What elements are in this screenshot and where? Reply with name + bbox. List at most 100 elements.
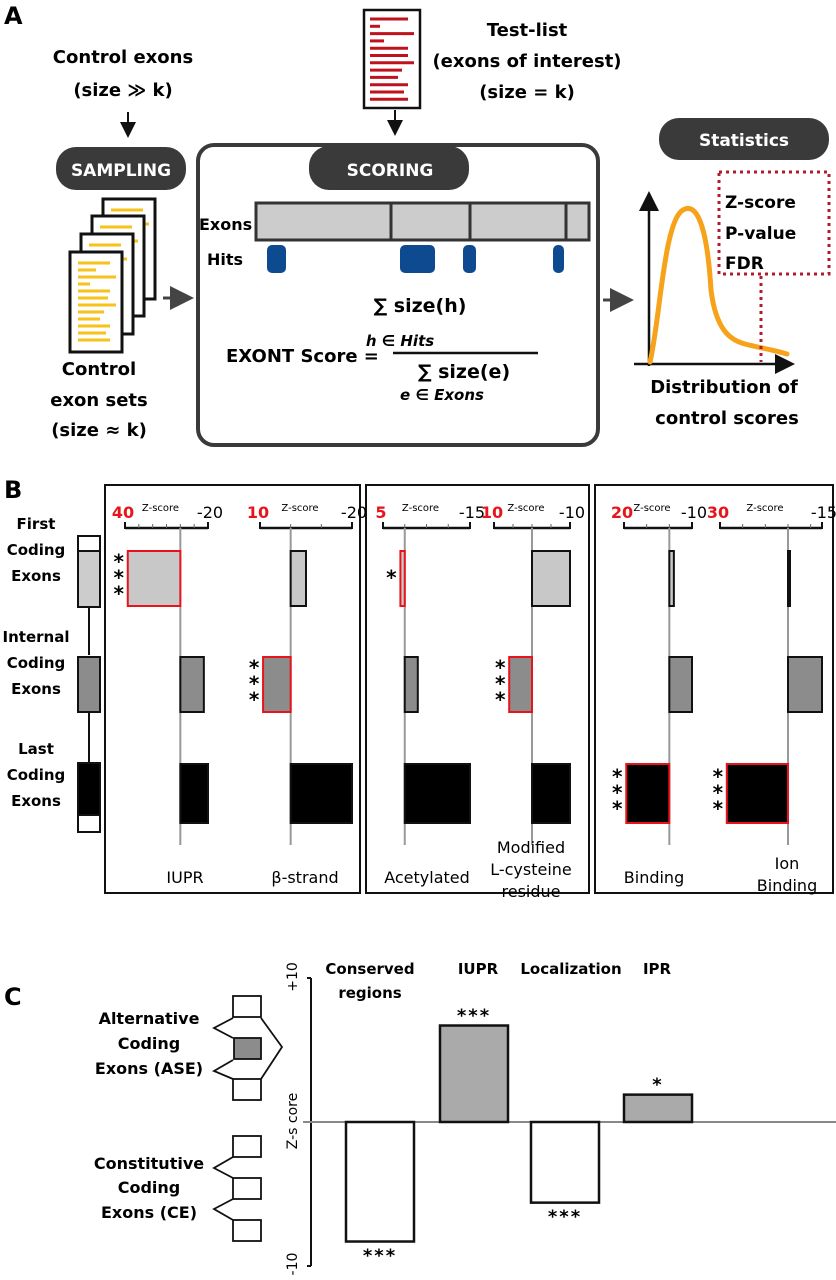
formula-numerator-sub: h ∈ Hits — [366, 332, 434, 350]
ase-line1: Alternative — [99, 1009, 200, 1028]
bar — [289, 763, 353, 824]
control-sets-line1: Control — [62, 359, 136, 380]
significance-label: * — [652, 1075, 663, 1096]
bar — [399, 550, 406, 607]
subplot--strand: 10-20Z-score***β-strand — [247, 503, 367, 887]
z-score-axis-label: Z-score — [142, 503, 179, 514]
ase-line3: Exons (ASE) — [95, 1059, 203, 1078]
exon-position-diagram — [77, 535, 101, 833]
subplot-label: Acetylated — [384, 868, 470, 887]
formula-denominator-sub: e ∈ Exons — [400, 386, 484, 404]
xlim-left-label: 5 — [375, 503, 386, 522]
bar — [531, 763, 571, 824]
bar — [179, 656, 205, 713]
panel-b: B FirstCodingExonsInternalCodingExonsLas… — [3, 476, 836, 901]
c-y-axis-label: Z-s core — [285, 1093, 301, 1149]
distribution-curve — [647, 206, 790, 365]
bar — [508, 656, 534, 713]
ase-line2: Coding — [118, 1034, 181, 1053]
significance-label: *** — [548, 1207, 582, 1228]
panel-c: C Alternative Coding Exons (ASE) Constit… — [4, 960, 836, 1275]
significance-star: * — [249, 656, 260, 680]
category-label: regions — [338, 984, 401, 1002]
test-list-desc: (exons of interest) — [432, 51, 621, 72]
xlim-right-label: -20 — [341, 503, 367, 522]
stats-zscore: Z-score — [725, 193, 796, 213]
control-exon-sets-icon — [68, 197, 157, 354]
bar — [344, 1120, 416, 1243]
xlim-right-label: -20 — [197, 503, 223, 522]
scoring-pill — [309, 146, 469, 190]
significance-star: * — [495, 672, 506, 696]
significance-star: * — [249, 672, 260, 696]
significance-star: * — [713, 765, 724, 789]
bar — [668, 656, 693, 713]
significance-star: * — [612, 765, 623, 789]
significance-star: * — [114, 550, 125, 574]
panel-a: A Control exons (size ≫ k) Test-list (ex… — [4, 2, 831, 447]
statistics-label: Statistics — [699, 131, 789, 151]
ase-splicing-diagram — [211, 995, 284, 1101]
significance-star: * — [713, 781, 724, 805]
bar — [622, 1093, 694, 1124]
formula-numerator: ∑ size(h) — [374, 295, 467, 317]
control-sets-line2: exon sets — [50, 390, 148, 411]
group-frame-3 — [594, 484, 834, 894]
xlim-right-label: -15 — [459, 503, 485, 522]
panel-letter-b: B — [4, 476, 22, 504]
xlim-left-label: 10 — [247, 503, 269, 522]
xlim-left-label: 30 — [707, 503, 729, 522]
bar — [531, 550, 571, 607]
significance-star: * — [612, 797, 623, 821]
scoring-label: SCORING — [347, 161, 434, 181]
xlim-right-label: -10 — [681, 503, 707, 522]
xlim-left-label: 40 — [112, 503, 134, 522]
row-label: Exons — [11, 680, 61, 698]
row-label: Internal — [3, 628, 70, 646]
control-exons-title: Control exons — [53, 47, 193, 68]
significance-star: * — [386, 566, 397, 590]
significance-star: * — [249, 688, 260, 712]
row-label: Exons — [11, 567, 61, 585]
bar — [403, 763, 471, 824]
z-score-axis-label: Z-score — [402, 503, 439, 514]
test-list-document-icon — [362, 8, 422, 110]
group-frame-1 — [104, 484, 361, 894]
subplot-label: Binding — [757, 876, 817, 895]
hits-label: Hits — [207, 250, 243, 269]
bar — [529, 1120, 601, 1204]
z-score-axis-label: Z-score — [633, 503, 670, 514]
ce-line2: Coding — [118, 1178, 181, 1197]
statistics-pill — [659, 118, 829, 160]
subplot-label: Binding — [624, 868, 684, 887]
control-exons-size: (size ≫ k) — [73, 80, 172, 101]
xlim-right-label: -10 — [559, 503, 585, 522]
panel-letter-c: C — [4, 983, 22, 1011]
subplot-iupr: 40-20Z-score***IUPR — [112, 503, 223, 887]
subplot-label: Modified — [497, 838, 565, 857]
subplot-label: Ion — [775, 854, 800, 873]
z-score-axis-label: Z-score — [746, 503, 783, 514]
subplot-acetylated: 5 -15 Z-score * Acetylated — [375, 503, 485, 887]
c-ytick-top: +10 — [285, 962, 301, 992]
bar — [262, 656, 292, 713]
panel-letter-a: A — [4, 2, 23, 30]
row-label: Last — [18, 740, 54, 758]
bar — [787, 656, 823, 713]
significance-star: * — [114, 566, 125, 590]
subplot-label: residue — [502, 882, 561, 901]
xlim-right-label: -15 — [811, 503, 836, 522]
c-ytick-bottom: -10 — [285, 1253, 301, 1276]
category-label: IPR — [643, 960, 672, 978]
significance-star: * — [612, 781, 623, 805]
exons-bar — [254, 201, 591, 242]
distribution-line2: control scores — [655, 408, 799, 429]
significance-star: * — [713, 797, 724, 821]
significance-star: * — [495, 656, 506, 680]
z-score-axis-label: Z-score — [281, 503, 318, 514]
significance-star: * — [495, 688, 506, 712]
control-sets-line3: (size ≈ k) — [51, 420, 147, 441]
